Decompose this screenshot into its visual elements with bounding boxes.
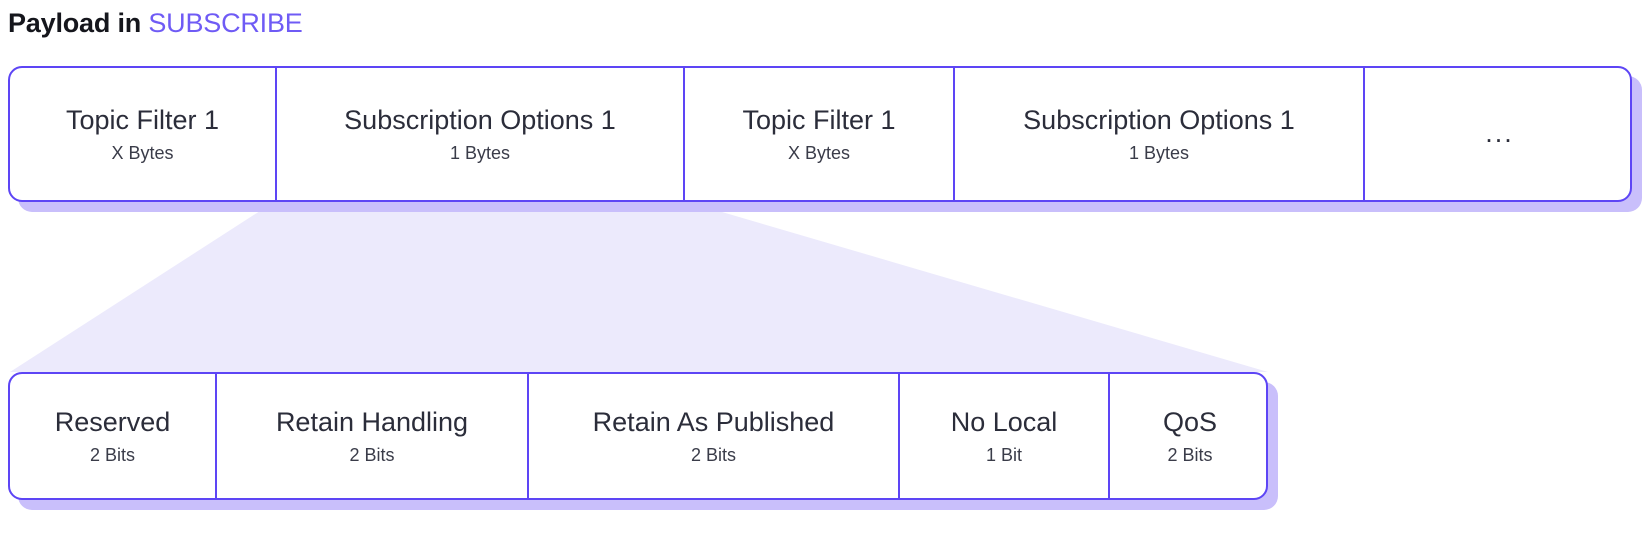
payload-cell-label: Subscription Options 1	[344, 104, 616, 135]
suboptions-cell-2: Retain As Published 2 Bits	[529, 374, 900, 498]
suboptions-cell-4: QoS 2 Bits	[1110, 374, 1270, 498]
funnel-connector	[10, 200, 1268, 372]
payload-cell-size: 1 Bytes	[449, 142, 511, 163]
suboptions-cell-label: Retain As Published	[592, 406, 835, 437]
payload-cell-label: ...	[1485, 118, 1514, 149]
suboptions-cell-size: 2 Bits	[89, 444, 136, 465]
payload-cell-4: ...	[1365, 68, 1634, 200]
payload-cell-size: 1 Bytes	[1128, 142, 1190, 163]
payload-cell-1: Subscription Options 1 1 Bytes	[277, 68, 685, 200]
suboptions-cell-label: No Local	[950, 406, 1058, 437]
payload-cell-2: Topic Filter 1 X Bytes	[685, 68, 955, 200]
suboptions-cell-0: Reserved 2 Bits	[10, 374, 217, 498]
suboptions-cell-3: No Local 1 Bit	[900, 374, 1110, 498]
suboptions-cell-label: QoS	[1162, 406, 1218, 437]
suboptions-cell-size: 2 Bits	[1167, 444, 1213, 465]
suboptions-cell-1: Retain Handling 2 Bits	[217, 374, 529, 498]
payload-cell-label: Subscription Options 1	[1023, 104, 1295, 135]
suboptions-cell-size: 2 Bits	[349, 444, 395, 465]
payload-row: Topic Filter 1 X Bytes Subscription Option…	[8, 66, 1632, 202]
payload-cell-0: Topic Filter 1 X Bytes	[10, 68, 277, 200]
title-accent: SUBSCRIBE	[148, 8, 303, 38]
suboptions-cell-label: Reserved	[54, 406, 171, 437]
payload-cell-label: Topic Filter 1	[742, 104, 896, 135]
suboptions-cell-size: 2 Bits	[690, 444, 737, 465]
suboptions-cell-size: 1 Bit	[985, 444, 1023, 465]
payload-cell-size: X Bytes	[111, 142, 174, 163]
payload-cell-3: Subscription Options 1 1 Bytes	[955, 68, 1365, 200]
title-prefix: Payload in	[8, 8, 149, 38]
suboptions-cell-label: Retain Handling	[275, 406, 469, 437]
payload-cell-size: X Bytes	[787, 142, 851, 163]
payload-cell-label: Topic Filter 1	[65, 104, 220, 135]
page-title: Payload in SUBSCRIBE	[8, 8, 303, 39]
